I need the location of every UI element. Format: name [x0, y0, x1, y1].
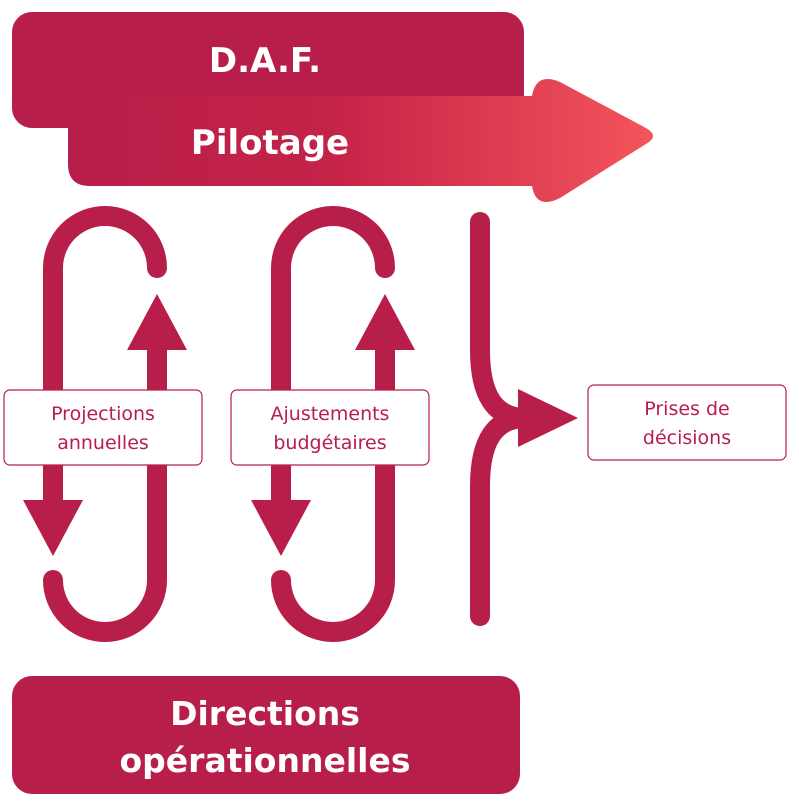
footer-line1: Directions — [170, 694, 360, 733]
loop-projections-up-arrowhead — [127, 294, 187, 350]
loop-projections — [43, 206, 167, 642]
footer-box — [12, 676, 520, 794]
decision-branch-lower — [470, 408, 535, 626]
loop-ajustements-up-arrowhead — [355, 294, 415, 350]
decision-arrowhead — [518, 389, 578, 447]
loop-ajustements-upper-curve — [271, 206, 395, 520]
decision-branch — [470, 212, 535, 626]
box-decisions: Prises de décisions — [587, 384, 787, 461]
box-ajustements-line1: Ajustements — [271, 403, 390, 425]
pilotage-arrow — [68, 79, 653, 202]
pilotage-label: Pilotage — [191, 123, 349, 163]
daf-title: D.A.F. — [209, 41, 321, 81]
loop-ajustements-lower-curve — [271, 330, 395, 642]
loop-ajustements — [271, 206, 395, 642]
box-projections-line1: Projections — [51, 403, 155, 425]
box-decisions-line2: décisions — [643, 427, 731, 449]
box-projections-line2: annuelles — [57, 432, 149, 454]
loop-projections-down-arrowhead — [23, 500, 83, 556]
box-ajustements-line2: budgétaires — [273, 432, 386, 454]
box-ajustements: Ajustements budgétaires — [230, 389, 430, 466]
loop-ajustements-down-arrowhead — [251, 500, 311, 556]
decision-branch-upper — [470, 212, 535, 428]
box-projections: Projections annuelles — [3, 389, 203, 466]
footer-line2: opérationnelles — [120, 741, 411, 780]
loop-projections-upper-curve — [43, 206, 167, 520]
box-decisions-line1: Prises de — [644, 398, 730, 420]
loop-projections-lower-curve — [43, 330, 167, 642]
